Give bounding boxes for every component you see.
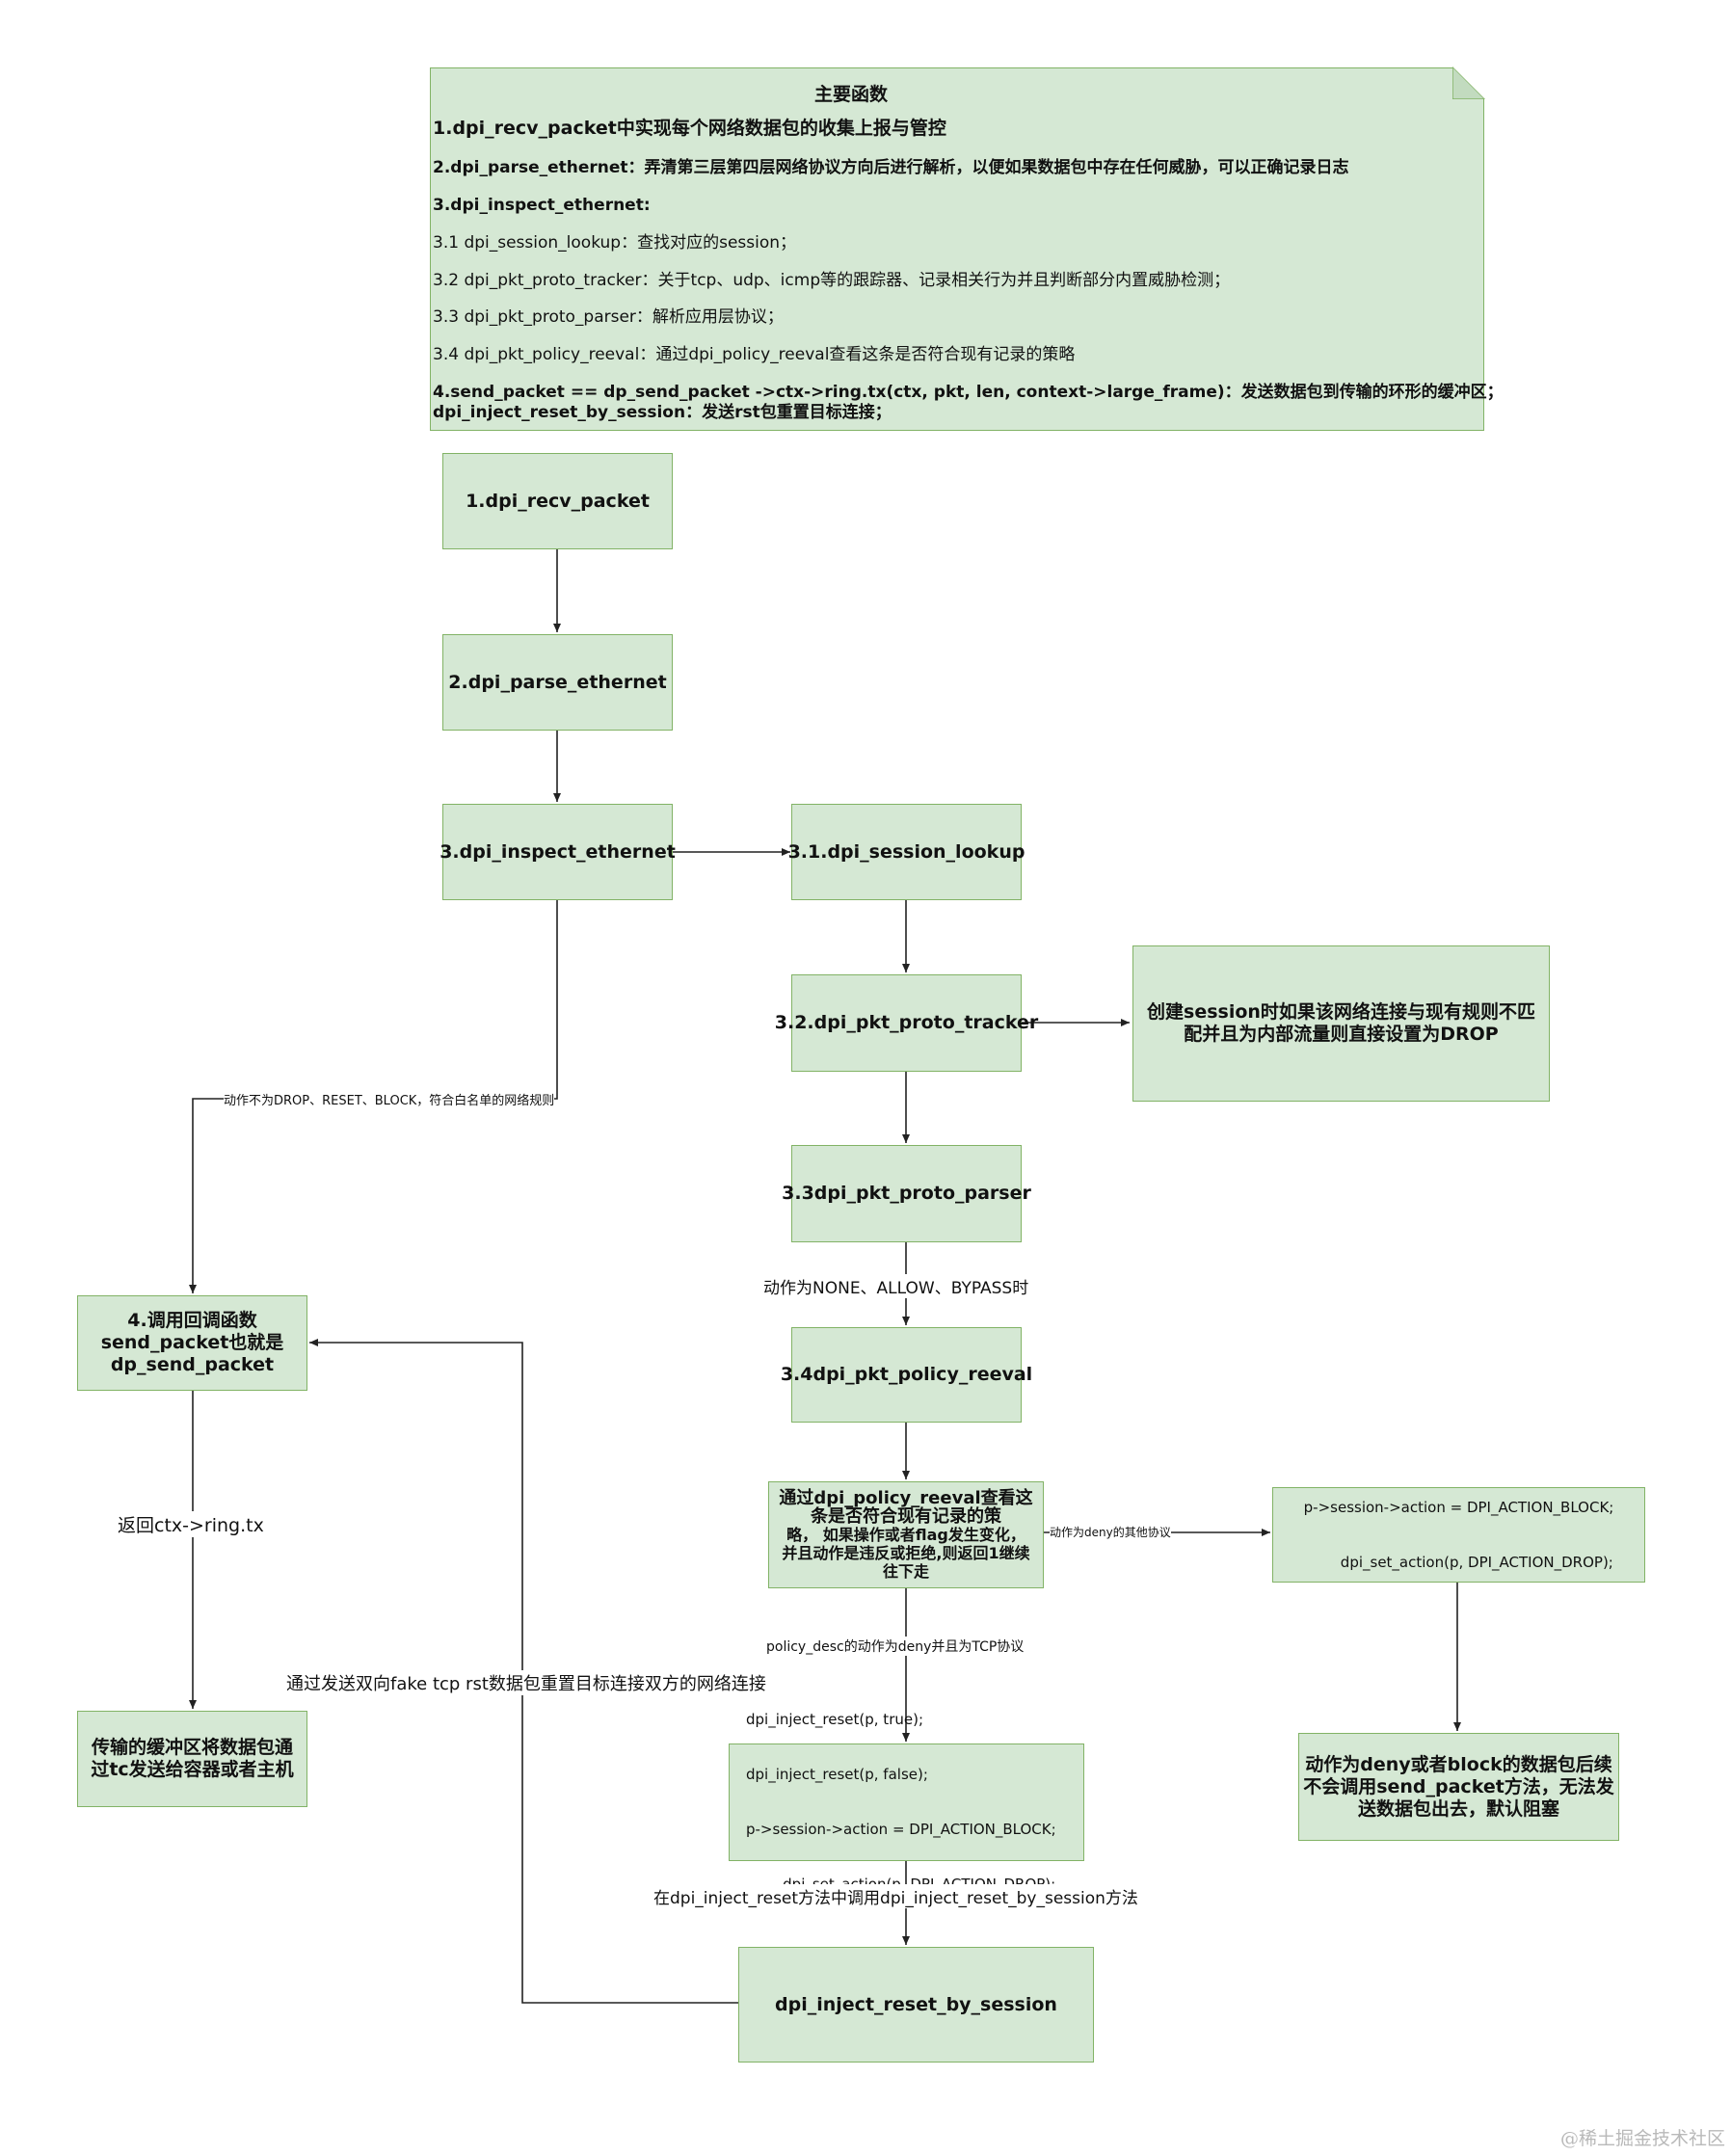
tracker-note-line-1: 创建session时如果该网络连接与现有规则不匹	[1147, 1001, 1535, 1023]
node-proto-parser: 3.3dpi_pkt_proto_parser	[782, 1145, 1031, 1242]
node-inspect-ethernet-label: 3.dpi_inspect_ethernet	[439, 840, 676, 863]
node-recv-packet: 1.dpi_recv_packet	[442, 453, 673, 549]
node-inject-reset-by-session-label: dpi_inject_reset_by_session	[775, 1993, 1057, 2015]
watermark: @稀土掘金技术社区	[1559, 2128, 1725, 2149]
note-line-3-4: 3.4 dpi_pkt_policy_reeval：通过dpi_policy_r…	[433, 345, 1076, 364]
node-inject-reset-by-session: dpi_inject_reset_by_session	[738, 1947, 1094, 2063]
node-block-action: p->session->action = DPI_ACTION_BLOCK; d…	[1272, 1487, 1645, 1583]
node-parse-ethernet: 2.dpi_parse_ethernet	[442, 634, 673, 731]
note-line-1: 1.dpi_recv_packet中实现每个网络数据包的收集上报与管控	[433, 118, 946, 139]
callback-line-1: 4.调用回调函数	[127, 1310, 257, 1331]
node-transmit-buffer: 传输的缓冲区将数据包通 过tc发送给容器或者主机	[77, 1711, 307, 1807]
node-recv-packet-label: 1.dpi_recv_packet	[466, 490, 650, 512]
node-policy-reeval-label: 3.4dpi_pkt_policy_reeval	[780, 1364, 1033, 1385]
node-inspect-ethernet: 3.dpi_inspect_ethernet	[439, 804, 676, 900]
inject-code-line-3: p->session->action = DPI_ACTION_BLOCK;	[746, 1821, 1056, 1838]
label-allow: 动作为NONE、ALLOW、BYPASS时	[763, 1274, 1029, 1298]
node-send-callback: 4.调用回调函数 send_packet也就是 dp_send_packet	[77, 1295, 307, 1391]
reeval-desc-line-1: 通过dpi_policy_reeval查看这	[779, 1488, 1033, 1508]
note-line-2: 2.dpi_parse_ethernet：弄清第三层第四层网络协议方向后进行解析…	[433, 158, 1349, 177]
deny-note-line-1: 动作为deny或者block的数据包后续	[1305, 1753, 1612, 1775]
note-title: 主要函数	[813, 84, 888, 105]
buffer-line-1: 传输的缓冲区将数据包通	[91, 1737, 293, 1758]
inject-code-line-2: dpi_inject_reset(p, false);	[746, 1766, 928, 1783]
label-whitelist: 动作不为DROP、RESET、BLOCK，符合白名单的网络规则	[224, 1090, 555, 1108]
node-session-lookup: 3.1.dpi_session_lookup	[787, 804, 1025, 900]
block-code-line-2: dpi_set_action(p, DPI_ACTION_DROP);	[1303, 1553, 1613, 1571]
node-deny-note: 动作为deny或者block的数据包后续 不会调用send_packet方法，无…	[1298, 1733, 1619, 1841]
tracker-note-line-2: 配并且为内部流量则直接设置为DROP	[1184, 1024, 1499, 1045]
node-inject-reset: dpi_inject_reset(p, true); dpi_inject_re…	[729, 1711, 1084, 1893]
label-call-session: 在dpi_inject_reset方法中调用dpi_inject_reset_b…	[653, 1884, 1138, 1908]
block-code-line-1: p->session->action = DPI_ACTION_BLOCK;	[1303, 1498, 1614, 1516]
node-session-lookup-label: 3.1.dpi_session_lookup	[787, 840, 1025, 863]
label-deny-other: 动作为deny的其他协议	[1050, 1524, 1171, 1540]
node-policy-reeval: 3.4dpi_pkt_policy_reeval	[781, 1327, 1032, 1423]
node-parse-ethernet-label: 2.dpi_parse_ethernet	[448, 671, 667, 693]
node-proto-tracker: 3.2.dpi_pkt_proto_tracker	[775, 974, 1038, 1072]
label-return-tx: 返回ctx->ring.tx	[118, 1511, 264, 1537]
note-line-3: 3.dpi_inspect_ethernet:	[433, 196, 651, 215]
note-line-3-2: 3.2 dpi_pkt_proto_tracker：关于tcp、udp、icmp…	[433, 271, 1231, 290]
node-tracker-note: 创建session时如果该网络连接与现有规则不匹 配并且为内部流量则直接设置为D…	[1132, 945, 1550, 1102]
node-reeval-desc: 通过dpi_policy_reeval查看这 条是否符合现有记录的策 略， 如果…	[768, 1481, 1044, 1588]
callback-line-3: dp_send_packet	[110, 1354, 275, 1375]
reeval-desc-line-4: 并且动作是违反或拒绝,则返回1继续	[782, 1544, 1030, 1562]
inject-code-line-1: dpi_inject_reset(p, true);	[746, 1711, 923, 1728]
note-fold-corner	[1452, 67, 1485, 99]
node-proto-parser-label: 3.3dpi_pkt_proto_parser	[782, 1183, 1031, 1204]
deny-note-line-3: 送数据包出去，默认阻塞	[1357, 1797, 1559, 1820]
note-line-3-1: 3.1 dpi_session_lookup：查找对应的session；	[433, 233, 797, 253]
note-line-5: dpi_inject_reset_by_session：发送rst包重置目标连接…	[433, 403, 892, 422]
callback-line-2: send_packet也就是	[100, 1332, 284, 1353]
reeval-desc-line-3: 略， 如果操作或者flag发生变化，	[786, 1526, 1025, 1544]
reeval-desc-line-5: 往下走	[882, 1562, 929, 1581]
note-line-4: 4.send_packet == dp_send_packet ->ctx->r…	[433, 383, 1504, 402]
main-functions-note: 主要函数 1.dpi_recv_packet中实现每个网络数据包的收集上报与管控…	[430, 67, 1504, 431]
label-deny-tcp: policy_desc的动作为deny并且为TCP协议	[766, 1637, 1025, 1656]
node-proto-tracker-label: 3.2.dpi_pkt_proto_tracker	[774, 1012, 1039, 1033]
label-fake-rst: 通过发送双向fake tcp rst数据包重置目标连接双方的网络连接	[286, 1670, 766, 1695]
reeval-desc-line-2: 条是否符合现有记录的策	[811, 1506, 1001, 1527]
buffer-line-2: 过tc发送给容器或者主机	[91, 1759, 294, 1780]
note-line-3-3: 3.3 dpi_pkt_proto_parser：解析应用层协议；	[433, 307, 784, 327]
deny-note-line-2: 不会调用send_packet方法，无法发	[1303, 1775, 1614, 1797]
